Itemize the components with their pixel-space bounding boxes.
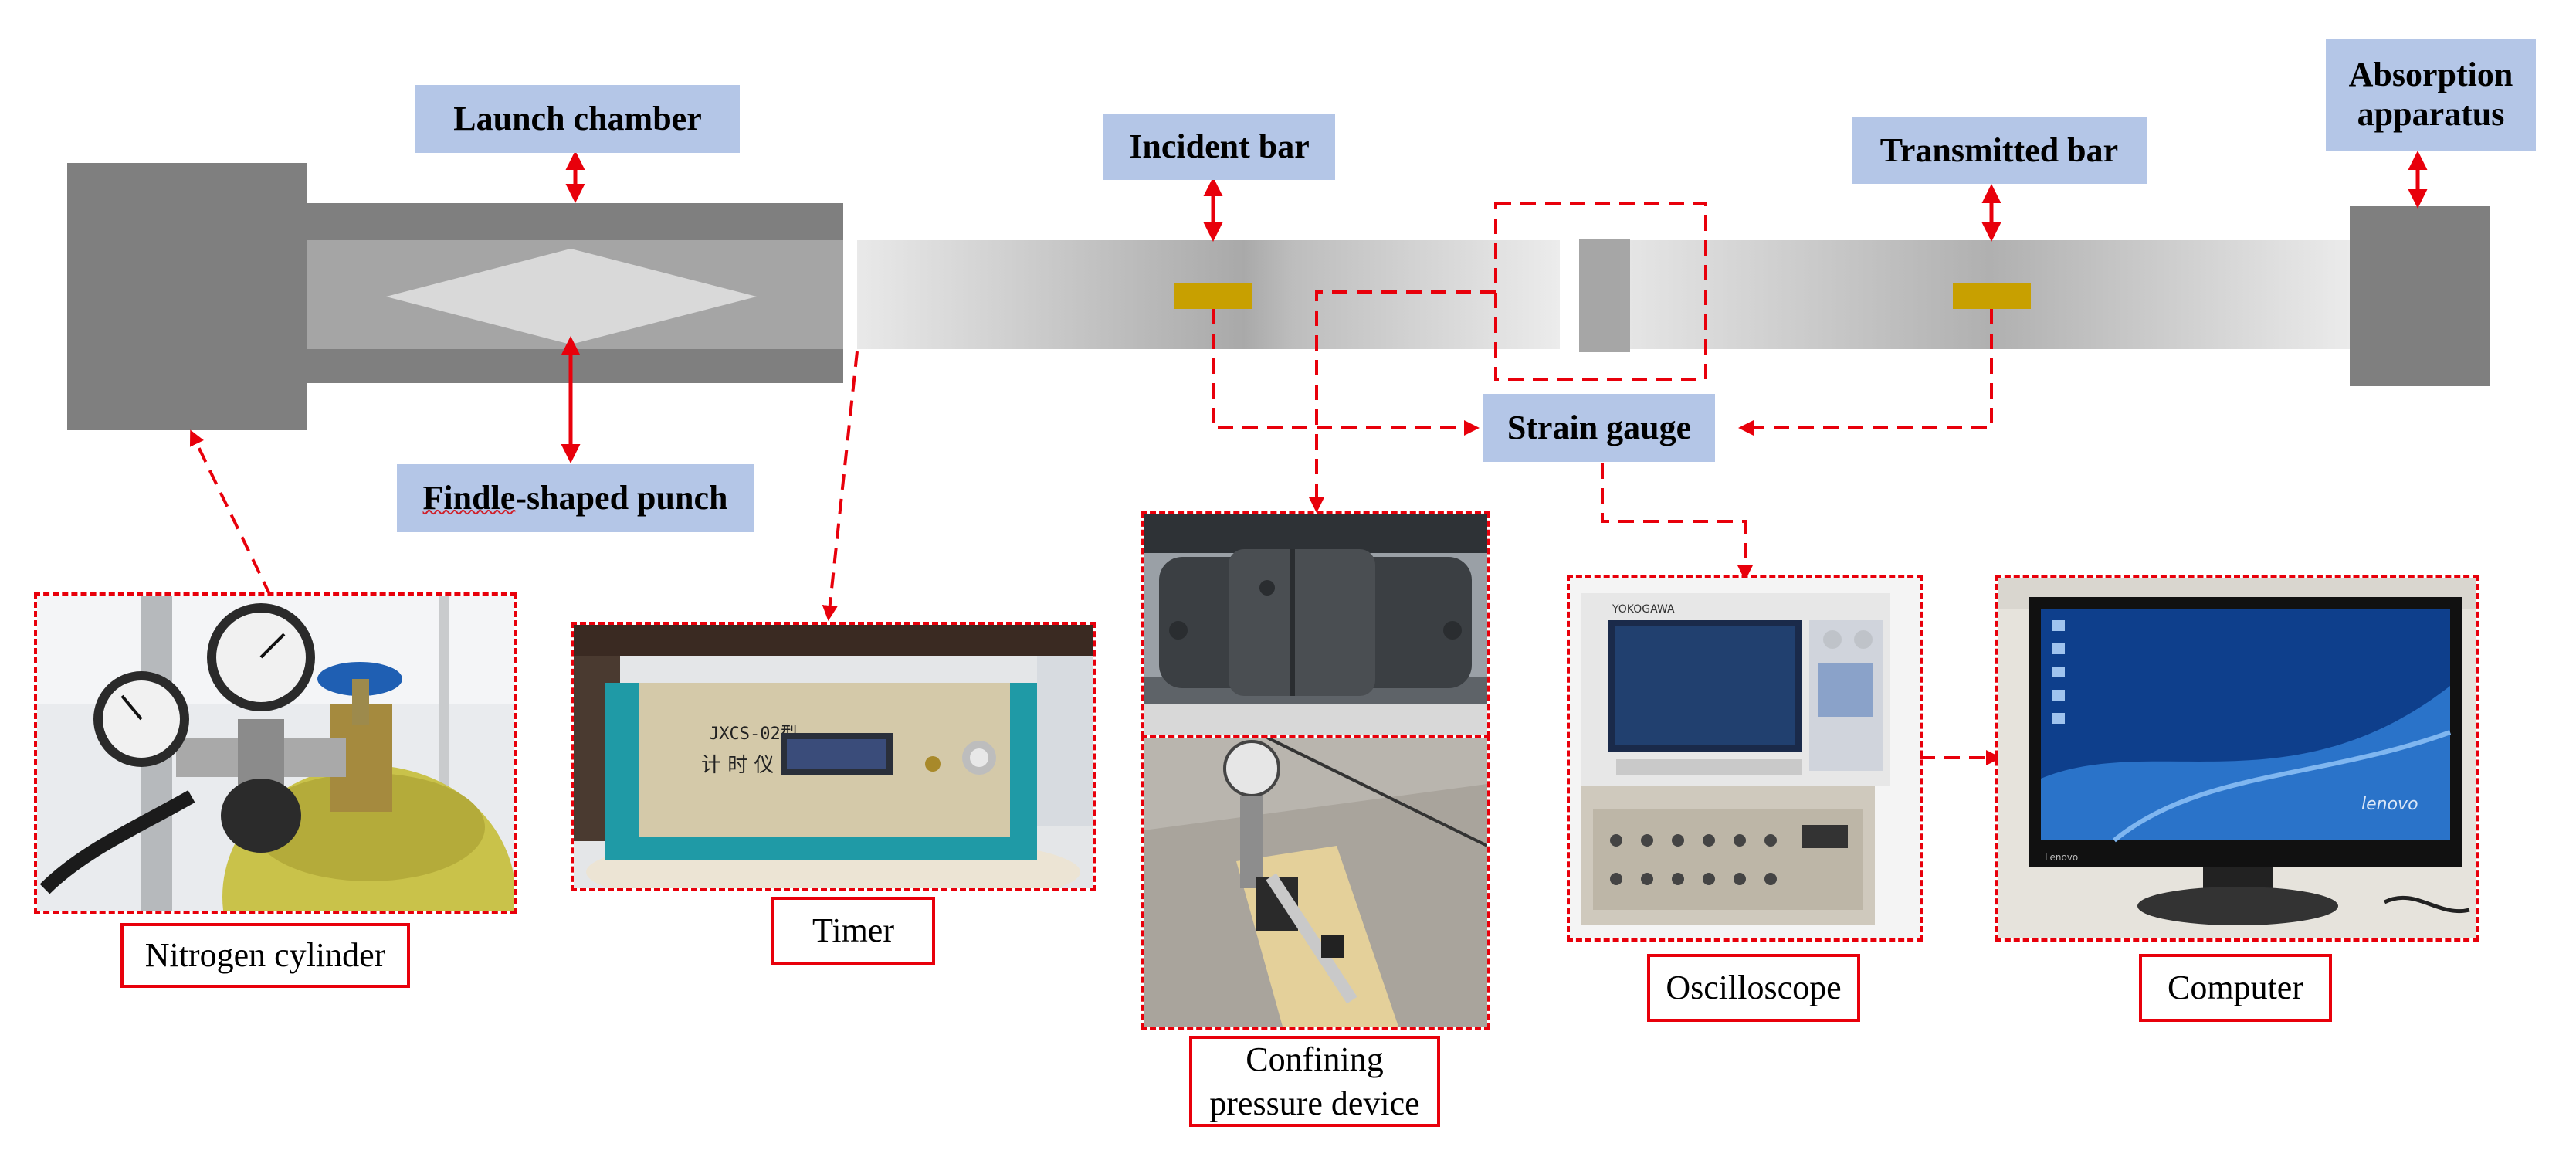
monitor-stand — [2137, 887, 2338, 925]
cylinder-to-gun-line — [189, 429, 272, 596]
photo-computer: lenovo Lenovo — [1995, 575, 2479, 942]
label-findle-word: Findle — [422, 478, 516, 517]
gas-gun-body — [67, 163, 307, 430]
transmitted-strain-gauge — [1953, 283, 2031, 309]
hose — [39, 790, 195, 894]
caption-nitrogen-cylinder: Nitrogen cylinder — [120, 923, 410, 988]
regulator-knob — [221, 779, 301, 853]
incident-strain-gauge — [1174, 283, 1252, 309]
timer-button — [925, 756, 941, 772]
caption-computer: Computer — [2139, 954, 2332, 1022]
label-absorption-apparatus: Absorption apparatus — [2326, 39, 2536, 151]
caption-timer: Timer — [771, 897, 935, 965]
oscilloscope-brand-text: YOKOGAWA — [1612, 603, 1675, 616]
photo-hydraulic-pump — [1141, 735, 1490, 1030]
caption-confining-pressure-device: Confining pressure device — [1189, 1036, 1440, 1127]
specimen-dashed-box — [1494, 202, 1707, 381]
photo-nitrogen-cylinder — [34, 592, 517, 914]
specimen — [1579, 239, 1630, 352]
label-transmitted-bar: Transmitted bar — [1852, 117, 2147, 184]
caption-oscilloscope: Oscilloscope — [1647, 954, 1860, 1022]
transmitted-gauge-line — [1738, 309, 1993, 436]
label-findle-shaped-punch: Findle-shaped punch — [397, 464, 754, 532]
photo-confining-chamber — [1141, 511, 1490, 738]
pump-handle — [1266, 873, 1357, 1004]
gauge-to-oscilloscope-line — [1601, 463, 1753, 581]
label-findle-rest: -shaped punch — [515, 478, 728, 517]
timer-name-text: 计 时 仪 — [701, 754, 774, 777]
label-launch-chamber: Launch chamber — [415, 85, 740, 153]
incident-gauge-line — [1212, 309, 1480, 436]
photo-timer: JXCS-02型 计 时 仪 — [571, 622, 1096, 891]
monitor-brand-text: Lenovo — [2045, 852, 2078, 863]
screen-brand-text: lenovo — [2361, 795, 2418, 814]
spindle-shaped-punch — [386, 249, 757, 344]
photo-oscilloscope: YOKOGAWA — [1567, 575, 1923, 942]
label-strain-gauge: Strain gauge — [1483, 394, 1715, 462]
specimen-to-confining-line — [1309, 290, 1496, 513]
label-incident-bar: Incident bar — [1103, 114, 1335, 180]
absorption-block — [2350, 206, 2490, 386]
pump-pressure-gauge — [1223, 740, 1280, 797]
chamber-to-timer-line — [822, 351, 859, 621]
